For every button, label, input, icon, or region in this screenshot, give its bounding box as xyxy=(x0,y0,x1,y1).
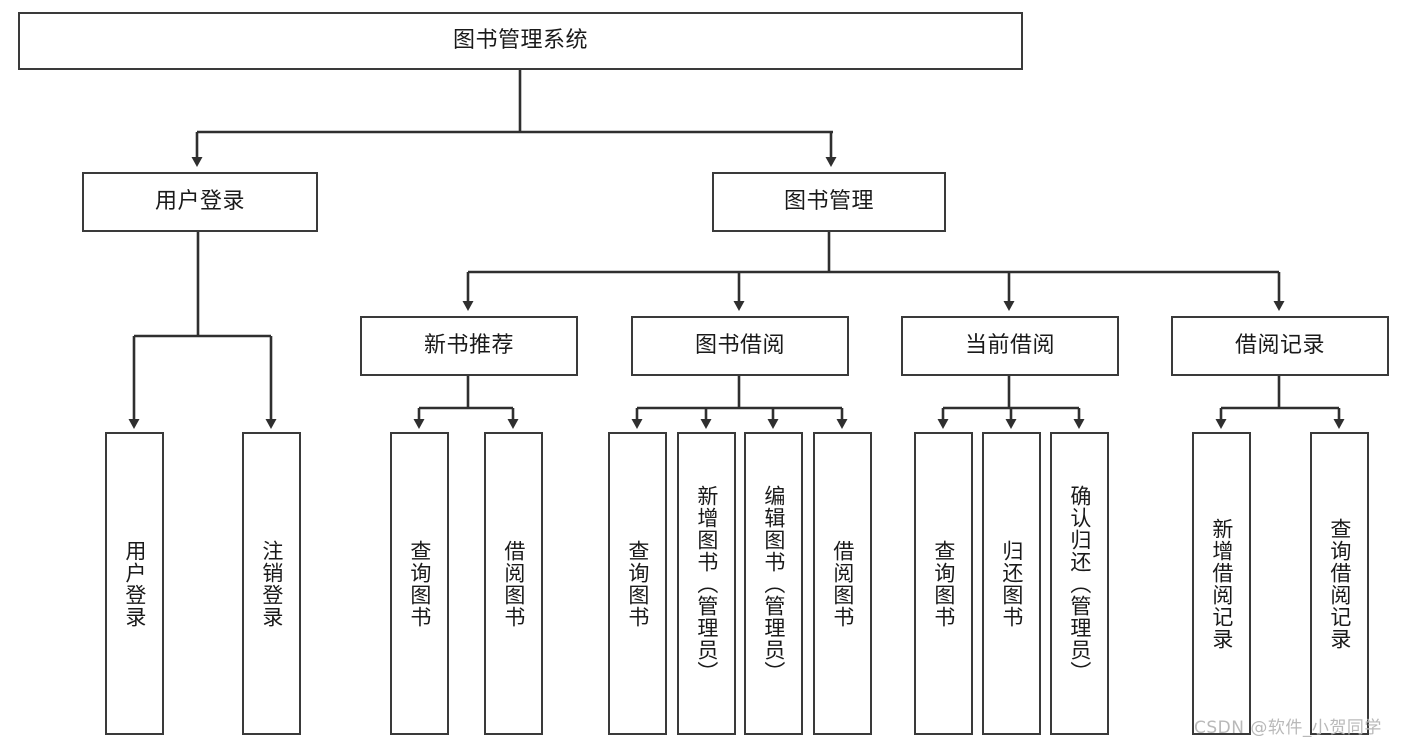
leaf-user-login[interactable]: 用户登录 xyxy=(105,432,164,735)
node-book-manage[interactable]: 图书管理 xyxy=(712,172,946,232)
leaf-logout[interactable]: 注销登录 xyxy=(242,432,301,735)
node-root[interactable]: 图书管理系统 xyxy=(18,12,1023,70)
leaf-bb-query-book[interactable]: 查询图书 xyxy=(608,432,667,735)
leaf-cb-query-book[interactable]: 查询图书 xyxy=(914,432,973,735)
leaf-bb-borrow-book-label: 借阅图书 xyxy=(830,539,855,628)
leaf-cb-confirm-return[interactable]: 确认归还（管理员） xyxy=(1050,432,1109,735)
node-borrow-record[interactable]: 借阅记录 xyxy=(1171,316,1389,376)
leaf-br-query-record[interactable]: 查询借阅记录 xyxy=(1310,432,1369,735)
leaf-logout-label: 注销登录 xyxy=(259,539,284,628)
leaf-nb-query-book[interactable]: 查询图书 xyxy=(390,432,449,735)
leaf-bb-add-book[interactable]: 新增图书（管理员） xyxy=(677,432,736,735)
leaf-bb-add-book-label: 新增图书（管理员） xyxy=(694,484,719,683)
leaf-br-add-record[interactable]: 新增借阅记录 xyxy=(1192,432,1251,735)
node-new-book-recommend-label: 新书推荐 xyxy=(423,332,514,358)
node-user-login-label: 用户登录 xyxy=(154,188,245,214)
leaf-br-add-record-label: 新增借阅记录 xyxy=(1209,517,1234,650)
node-user-login[interactable]: 用户登录 xyxy=(82,172,318,232)
leaf-nb-borrow-book[interactable]: 借阅图书 xyxy=(484,432,543,735)
leaf-bb-edit-book-label: 编辑图书（管理员） xyxy=(761,484,786,683)
node-current-borrow-label: 当前借阅 xyxy=(964,332,1055,358)
leaf-cb-query-book-label: 查询图书 xyxy=(931,539,956,628)
leaf-cb-confirm-return-label: 确认归还（管理员） xyxy=(1067,484,1092,683)
leaf-cb-return-book[interactable]: 归还图书 xyxy=(982,432,1041,735)
leaf-bb-query-book-label: 查询图书 xyxy=(625,539,650,628)
leaf-br-query-record-label: 查询借阅记录 xyxy=(1327,517,1352,650)
leaf-bb-borrow-book[interactable]: 借阅图书 xyxy=(813,432,872,735)
node-current-borrow[interactable]: 当前借阅 xyxy=(901,316,1119,376)
leaf-nb-query-book-label: 查询图书 xyxy=(407,539,432,628)
leaf-bb-edit-book[interactable]: 编辑图书（管理员） xyxy=(744,432,803,735)
node-book-manage-label: 图书管理 xyxy=(783,188,874,214)
node-new-book-recommend[interactable]: 新书推荐 xyxy=(360,316,578,376)
node-book-borrow[interactable]: 图书借阅 xyxy=(631,316,849,376)
node-root-label: 图书管理系统 xyxy=(452,27,588,53)
node-borrow-record-label: 借阅记录 xyxy=(1234,332,1325,358)
node-book-borrow-label: 图书借阅 xyxy=(694,332,785,358)
leaf-cb-return-book-label: 归还图书 xyxy=(999,539,1024,628)
leaf-nb-borrow-book-label: 借阅图书 xyxy=(501,539,526,628)
leaf-user-login-label: 用户登录 xyxy=(122,539,147,628)
